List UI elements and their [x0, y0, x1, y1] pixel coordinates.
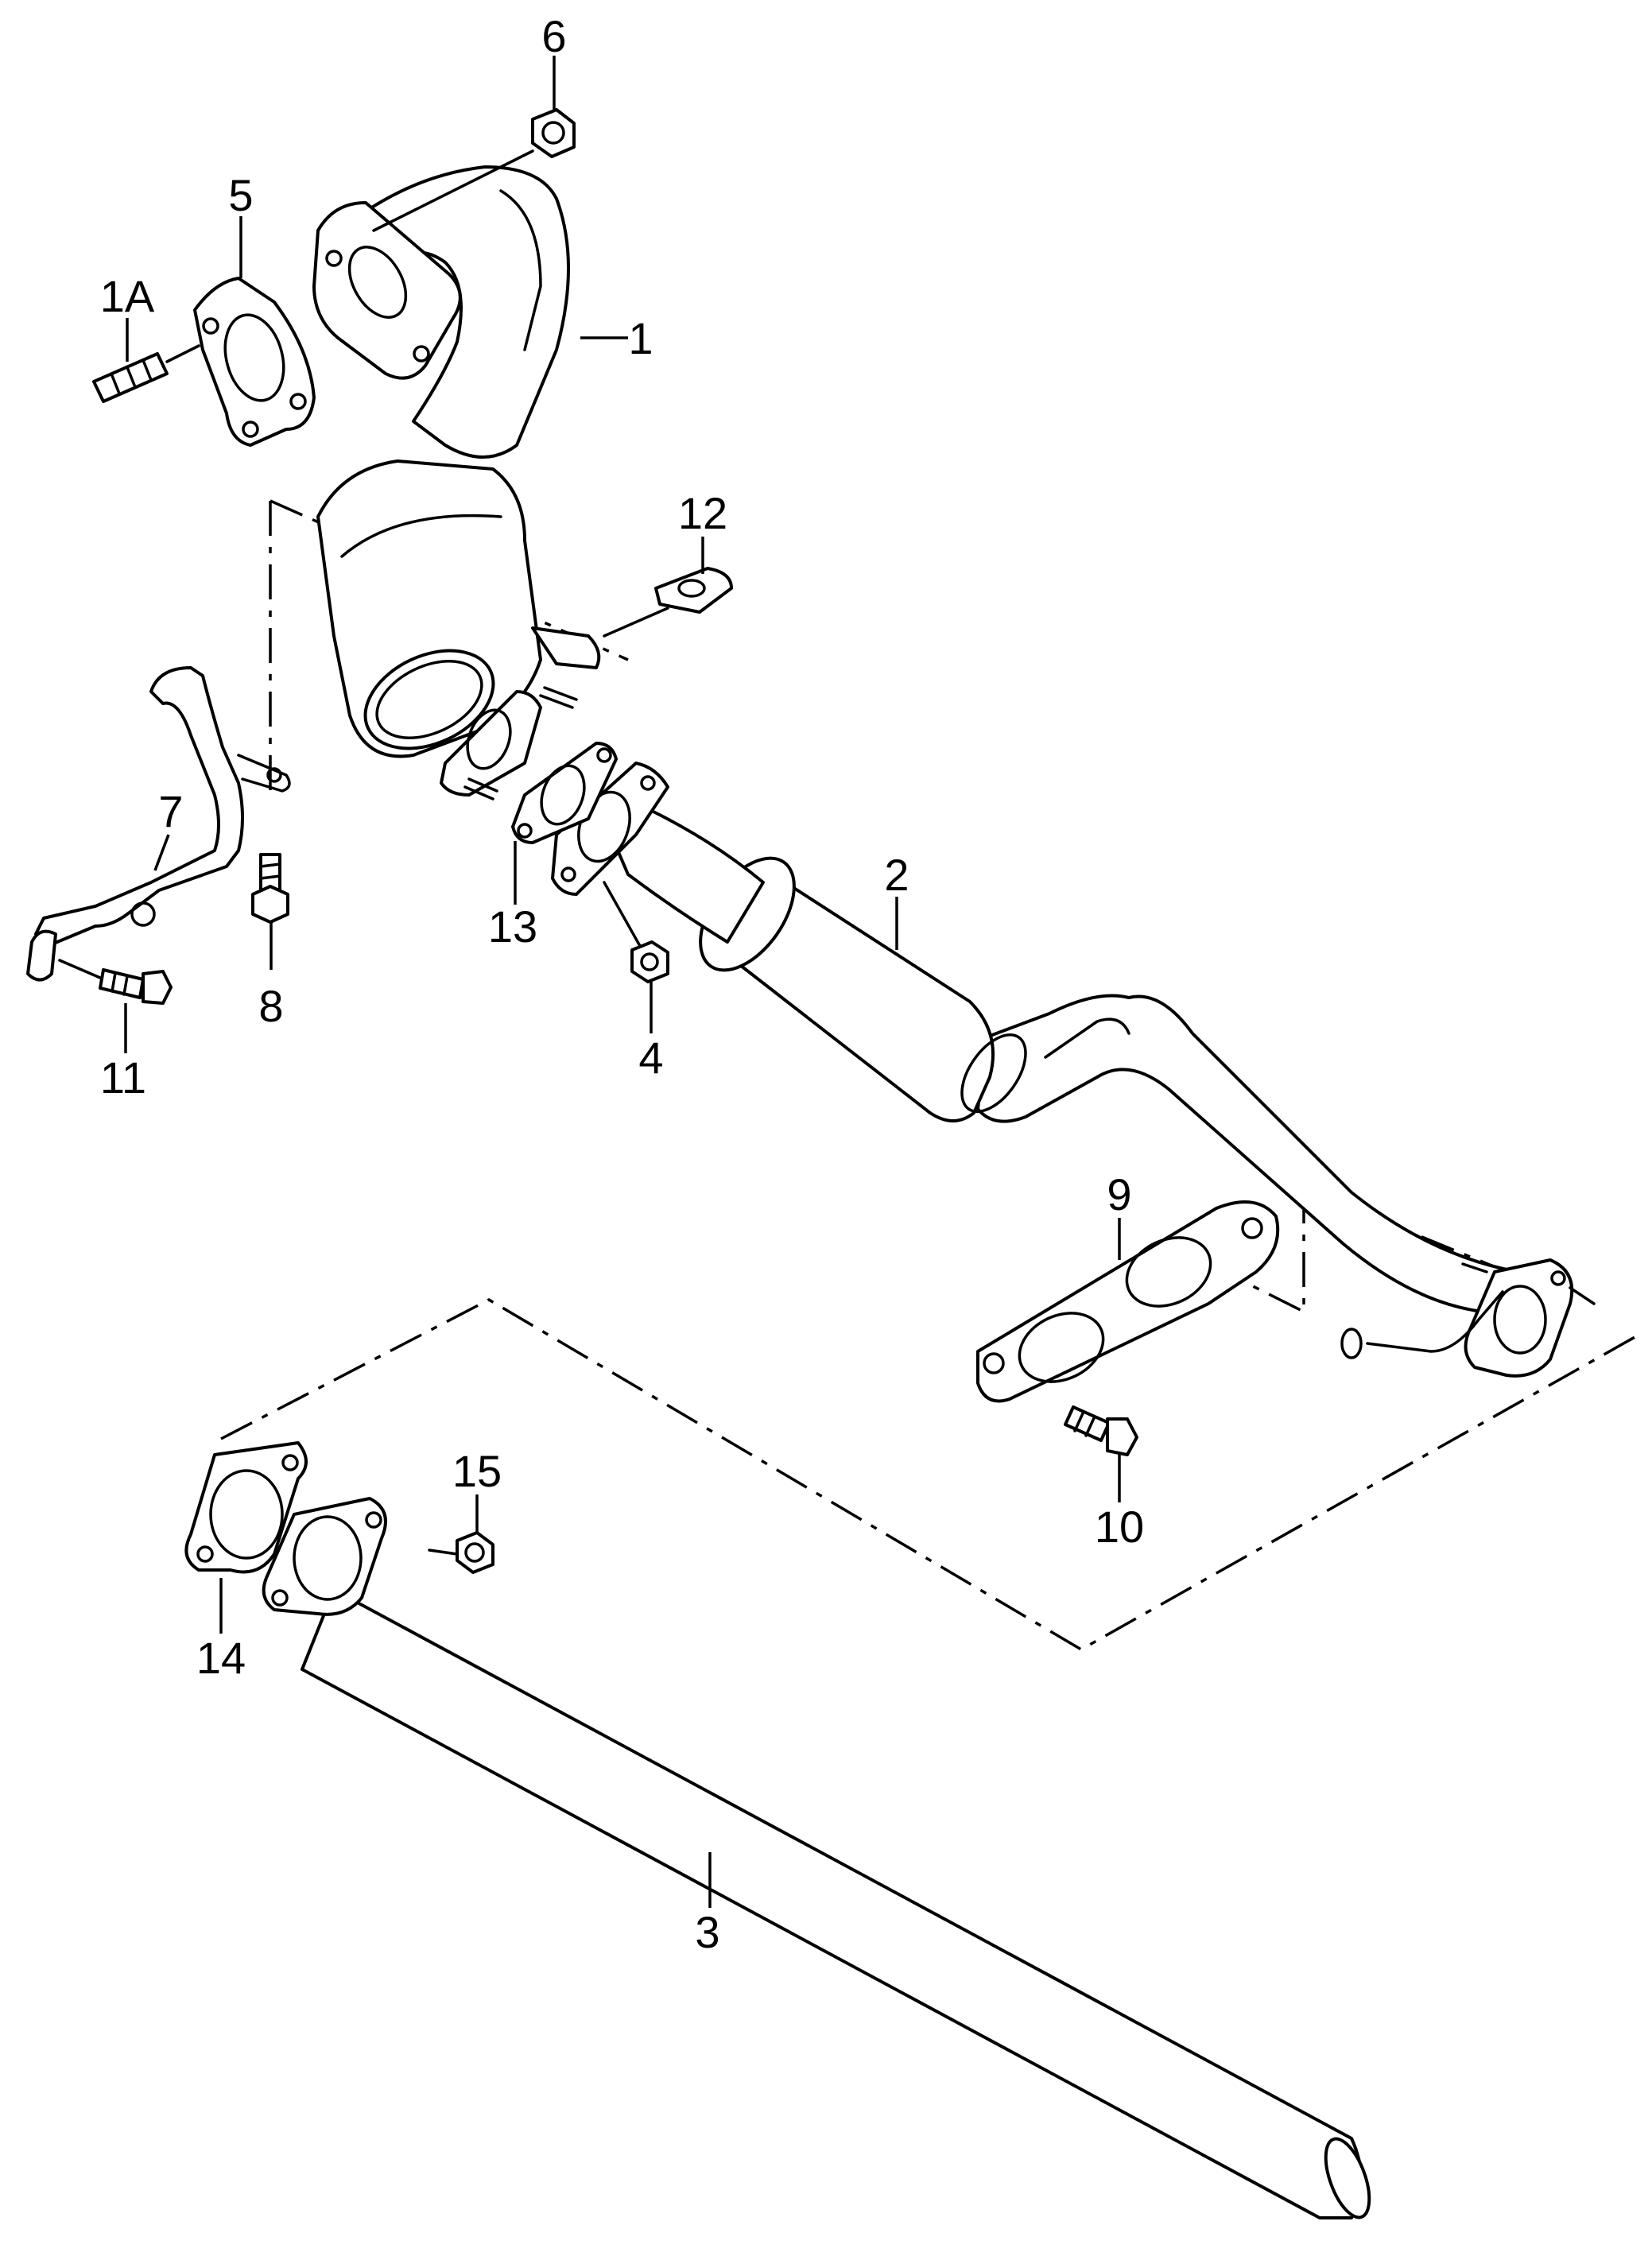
part-15-nut: [428, 1531, 494, 1574]
part-6-nut: [372, 108, 576, 232]
tail-pipe-flange: [262, 1497, 387, 1616]
label-1: 1: [628, 313, 653, 363]
part-9-gasket: [976, 1200, 1280, 1403]
part-12-bracket: [603, 567, 733, 638]
leader-lines: [124, 56, 1121, 1908]
part-14-gasket: [184, 1441, 308, 1574]
label-1a: 1A: [100, 271, 155, 321]
part-7-bracket: [26, 666, 291, 982]
part-4-nut: [603, 881, 669, 983]
label-8: 8: [258, 981, 283, 1031]
label-6: 6: [541, 11, 566, 61]
label-14: 14: [196, 1633, 246, 1683]
part-13-gasket: [511, 742, 618, 844]
part-10-bolt: [1064, 1405, 1138, 1456]
label-3: 3: [695, 1907, 719, 1957]
label-13: 13: [488, 901, 537, 952]
part-labels: 6 5 1A 1 12 2 7 13 8 4 11 9 10 15 14 3: [100, 11, 1144, 1957]
part-3-tail-pipe: [301, 1588, 1371, 2219]
label-10: 10: [1095, 1502, 1144, 1552]
label-15: 15: [452, 1446, 502, 1496]
part-2-front-pipe: [551, 762, 1596, 1378]
leader-7: [153, 834, 170, 871]
label-7: 7: [158, 786, 183, 836]
label-2: 2: [884, 850, 909, 900]
part-1-catalytic-converter: [312, 165, 601, 800]
part-5-gasket: [193, 277, 316, 447]
label-12: 12: [678, 488, 727, 538]
label-5: 5: [228, 170, 253, 220]
part-8-bolt: [251, 853, 289, 924]
label-9: 9: [1107, 1169, 1131, 1219]
label-4: 4: [638, 1033, 663, 1083]
part-11-bolt: [58, 959, 173, 1005]
part-1a-stud: [92, 344, 200, 403]
label-11: 11: [100, 1052, 146, 1103]
